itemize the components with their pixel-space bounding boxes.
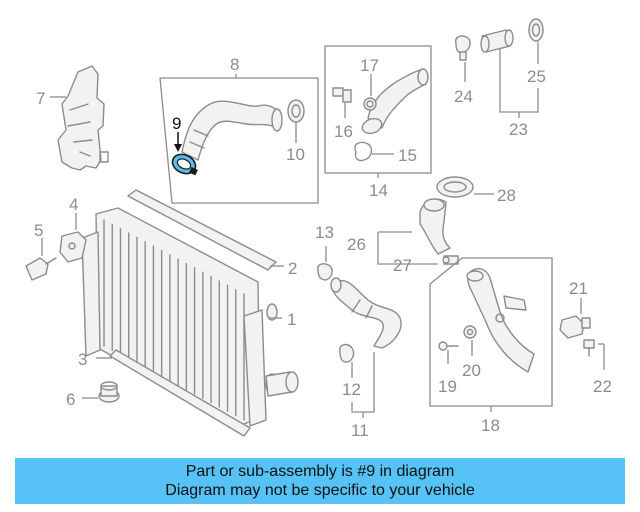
callout-6: 6: [66, 390, 75, 409]
parts-diagram: 7 8 10 9 14 17: [25, 18, 612, 440]
callout-3: 3: [78, 350, 87, 369]
part-5-bolt[interactable]: [25, 257, 57, 281]
part-14-charge-pipe[interactable]: [360, 68, 429, 136]
part-19-bolt[interactable]: [438, 341, 459, 351]
box-14: [324, 45, 432, 178]
part-10-o-ring[interactable]: [287, 99, 305, 123]
callout-10: 10: [286, 145, 305, 164]
callout-11: 11: [351, 421, 369, 440]
part-20-grommet[interactable]: [463, 325, 477, 339]
callout-22: 22: [593, 377, 612, 396]
part-21-sensor[interactable]: [559, 315, 591, 339]
part-18-air-duct[interactable]: [466, 267, 535, 373]
callout-2: 2: [288, 259, 297, 278]
callout-7: 7: [36, 89, 45, 108]
callout-5: 5: [34, 221, 43, 240]
callout-1: 1: [287, 310, 296, 329]
callout-9: 9: [172, 114, 181, 133]
part-22-screw[interactable]: [583, 339, 595, 357]
callout-26: 26: [347, 235, 366, 254]
callout-27: 27: [393, 256, 412, 275]
callout-8: 8: [230, 55, 239, 74]
part-28-gasket[interactable]: [436, 176, 474, 198]
callout-18: 18: [481, 416, 500, 435]
part-12-clamp[interactable]: [339, 343, 355, 363]
callout-24: 24: [454, 87, 473, 106]
callout-23: 23: [509, 120, 528, 139]
callout-25: 25: [527, 67, 546, 86]
info-banner: Part or sub-assembly is #9 in diagram Di…: [15, 458, 625, 504]
box-8: [159, 74, 319, 204]
part-25-o-ring[interactable]: [528, 18, 544, 42]
part-8-intercooler-hose[interactable]: [181, 100, 283, 161]
part-13-clamp[interactable]: [317, 263, 333, 281]
callout-20: 20: [462, 361, 481, 380]
box-18: [429, 257, 553, 412]
part-17-fitting[interactable]: [363, 97, 377, 111]
part-6-grommet[interactable]: [98, 381, 120, 403]
part-26-elbow[interactable]: [419, 198, 451, 255]
part-24-clamp[interactable]: [454, 35, 471, 61]
part-4-bracket[interactable]: [59, 231, 87, 263]
callout-15: 15: [398, 146, 417, 165]
callout-16: 16: [334, 122, 353, 141]
banner-line-2: Diagram may not be specific to your vehi…: [165, 482, 475, 499]
part-3-seal-strip[interactable]: [109, 349, 251, 437]
callout-12: 12: [342, 380, 361, 399]
callout-17: 17: [360, 56, 379, 75]
callout-21: 21: [569, 279, 588, 298]
callout-4: 4: [69, 195, 78, 214]
part-16-bolt[interactable]: [332, 87, 352, 103]
callout-13: 13: [315, 223, 334, 242]
part-11-hose[interactable]: [330, 277, 402, 349]
callout-19: 19: [438, 377, 457, 396]
part-23-hose[interactable]: [480, 29, 514, 53]
part-2-seal-strip[interactable]: [127, 189, 277, 271]
callout-28: 28: [497, 186, 516, 205]
part-1-intercooler[interactable]: [81, 207, 299, 427]
part-15-clamp[interactable]: [354, 141, 373, 162]
callout-14: 14: [369, 181, 388, 200]
banner-line-1: Part or sub-assembly is #9 in diagram: [185, 463, 455, 480]
part-9-hose-clamp[interactable]: [169, 151, 198, 177]
part-7-bracket[interactable]: [57, 65, 109, 171]
part-27-sensor[interactable]: [442, 255, 459, 265]
